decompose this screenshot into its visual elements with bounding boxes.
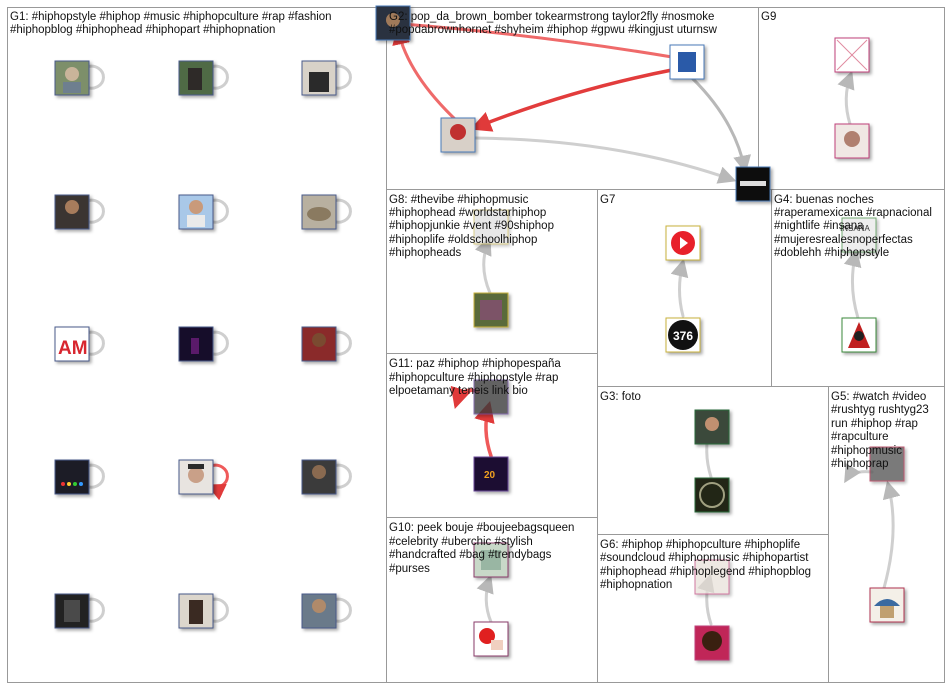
edge-g4 bbox=[852, 252, 858, 318]
group-label-g3: G3: foto bbox=[600, 391, 641, 403]
group-label-g2-line-2: #popdabrownhornet #shyheim #hiphop #gpwu… bbox=[389, 24, 718, 36]
group-label-g4-line-3: #nightlife #insana bbox=[774, 220, 864, 232]
graph-node[interactable] bbox=[302, 195, 350, 229]
group-label-g5-line-2: #rushtyg rushtyg23 bbox=[831, 404, 929, 416]
group-label-g1-line-2: #hiphopblog #hiphophead #hiphopart #hiph… bbox=[10, 24, 275, 36]
group-label-g10-line-2: #celebrity #uberchic #stylish bbox=[389, 536, 533, 548]
group-label-g5-line-3: run #hiphop #rap bbox=[831, 418, 918, 430]
graph-node[interactable]: 20 bbox=[474, 457, 508, 491]
group-label-g5-line-5: #hiphopmusic bbox=[831, 445, 902, 457]
graph-node[interactable] bbox=[666, 226, 700, 260]
group-label-g5-line-4: #rapculture bbox=[831, 431, 889, 443]
graph-node[interactable] bbox=[302, 327, 350, 361]
edge-g5-2 bbox=[846, 472, 872, 480]
edge-g2-gray-2 bbox=[476, 138, 733, 180]
group-label-g2-line-1: G2: pop_da_brown_bomber tokearmstrong ta… bbox=[389, 11, 714, 23]
group-label-g8-line-4: #hiphoplife #oldschoolhiphop bbox=[389, 234, 537, 246]
edge-g7 bbox=[680, 262, 684, 316]
group-label-g8-line-5: #hiphopheads bbox=[389, 247, 462, 259]
group-box-g7 bbox=[598, 190, 772, 387]
group-label-g6-line-1: G6: #hiphop #hiphopculture #hiphoplife bbox=[600, 539, 800, 551]
group-label-g6-line-3: #hiphophead #hiphoplegend #hiphopblog bbox=[600, 566, 811, 578]
avatar-text-20: 20 bbox=[484, 470, 496, 481]
group-label-g10-line-1: G10: peek bouje #boujeebagsqueen bbox=[389, 522, 574, 534]
graph-node[interactable] bbox=[179, 61, 227, 95]
group-label-g8-line-1: G8: #thevibe #hiphopmusic bbox=[389, 194, 529, 206]
group-labels: G1: #hiphopstyle #hiphop #music #hiphopc… bbox=[10, 11, 932, 591]
graph-node[interactable] bbox=[695, 410, 729, 444]
g1-nodes: AM bbox=[55, 61, 350, 628]
graph-node[interactable] bbox=[736, 167, 770, 201]
graph-node[interactable] bbox=[695, 478, 729, 512]
group-label-g11-line-1: G11: paz #hiphop #hiphopespaña bbox=[389, 358, 561, 370]
graph-node[interactable]: AM bbox=[55, 327, 103, 361]
graph-node[interactable] bbox=[55, 195, 103, 229]
group-label-g10-line-3: #handcrafted #bag #trendybags bbox=[389, 549, 552, 561]
graph-node[interactable] bbox=[835, 38, 869, 72]
group-label-g6-line-4: #hiphopnation bbox=[600, 579, 672, 591]
graph-node[interactable] bbox=[302, 460, 350, 494]
group-label-g4-line-2: #raperamexicana #rapnacional bbox=[774, 207, 932, 219]
avatar-text-am: AM bbox=[58, 338, 88, 359]
graph-node[interactable] bbox=[302, 61, 350, 95]
group-label-g11-line-2: #hiphopculture #hiphopstyle #rap bbox=[389, 372, 558, 384]
edge-g10 bbox=[486, 578, 491, 622]
graph-node[interactable] bbox=[441, 118, 475, 152]
graph-node[interactable] bbox=[179, 460, 227, 494]
graph-node[interactable] bbox=[179, 195, 227, 229]
avatar-text-376: 376 bbox=[673, 329, 693, 343]
group-label-g9: G9 bbox=[761, 11, 776, 23]
graph-node[interactable] bbox=[474, 622, 508, 656]
graph-node[interactable] bbox=[835, 124, 869, 158]
graph-node[interactable] bbox=[55, 594, 103, 628]
group-label-g8-line-2: #hiphophead #worldstarhiphop bbox=[389, 207, 546, 219]
group-label-g5-line-1: G5: #watch #video bbox=[831, 391, 926, 403]
edge-g2-red-3 bbox=[474, 70, 672, 128]
edge-g5-1 bbox=[884, 484, 893, 588]
edge-g9 bbox=[846, 74, 851, 124]
graph-node[interactable] bbox=[179, 327, 227, 361]
graph-node[interactable] bbox=[55, 460, 103, 494]
edge-g2-gray-1 bbox=[692, 78, 745, 170]
group-label-g1-line-1: G1: #hiphopstyle #hiphop #music #hiphopc… bbox=[10, 11, 332, 23]
graph-node[interactable] bbox=[302, 594, 350, 628]
group-label-g11-line-3: elpoetamany teneis link bio bbox=[389, 385, 528, 397]
edge-g8 bbox=[484, 240, 490, 293]
graph-node[interactable] bbox=[179, 594, 227, 628]
group-label-g4-line-5: #doblehh #hiphopstyle bbox=[774, 247, 889, 259]
graph-node[interactable] bbox=[842, 318, 876, 352]
graph-node[interactable] bbox=[670, 45, 704, 79]
group-box-g9 bbox=[759, 8, 945, 190]
graph-node[interactable]: 376 bbox=[666, 318, 700, 352]
graph-node[interactable] bbox=[474, 293, 508, 327]
group-label-g4-line-4: #mujeresrealesnoperfectas bbox=[774, 234, 913, 246]
group-label-g10-line-4: #purses bbox=[389, 563, 430, 575]
group-label-g4-line-1: G4: buenas noches bbox=[774, 194, 874, 206]
group-label-g8-line-3: #hiphopjunkie #vent #90shiphop bbox=[389, 220, 554, 232]
graph-node[interactable] bbox=[55, 61, 103, 95]
graph-node[interactable] bbox=[870, 588, 904, 622]
group-label-g6-line-2: #soundcloud #hiphopmusic #hiphopartist bbox=[600, 552, 809, 564]
graph-node[interactable] bbox=[695, 626, 729, 660]
group-label-g7: G7 bbox=[600, 194, 615, 206]
group-boxes bbox=[8, 8, 945, 683]
edge-g2-red-1 bbox=[398, 30, 458, 122]
group-label-g5-line-6: #hiphoprap bbox=[831, 458, 889, 470]
